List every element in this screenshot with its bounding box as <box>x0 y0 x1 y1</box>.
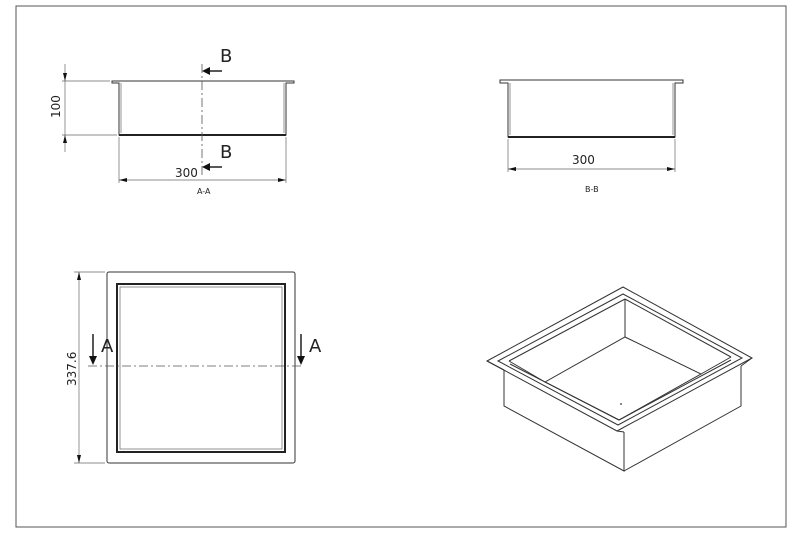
cut-letter-a-left: A <box>101 336 114 357</box>
width-dim-arrow-right <box>278 178 286 182</box>
section-bb-caption: B-B <box>585 185 599 194</box>
top-view: 337.6 A A <box>65 271 322 464</box>
iso-inner-corner-right <box>700 356 732 375</box>
section-bb-outline <box>499 79 684 138</box>
iso-floor-front-left <box>509 363 620 421</box>
isometric-view <box>485 286 754 472</box>
cut-letter-b-bottom: B <box>220 142 232 163</box>
drawing-frame <box>15 5 787 528</box>
section-bb-view: 300 B-B <box>499 79 684 194</box>
section-aa-view: B B 100 300 A-A <box>49 46 295 196</box>
iso-drain-point <box>620 403 622 405</box>
width-dimension-value: 300 <box>175 166 198 180</box>
bb-width-dim-arrow-right <box>667 167 675 171</box>
cut-arrow-a-left-head <box>89 356 97 365</box>
iso-flange-outer <box>485 286 754 432</box>
iso-outer-wall-left <box>503 370 625 472</box>
iso-floor-front-right <box>618 359 732 421</box>
top-view-flange <box>106 271 296 464</box>
iso-outer-edge-right <box>740 357 753 367</box>
iso-inner-back-left <box>508 298 626 362</box>
height-dim-arrow-top <box>63 73 67 81</box>
top-view-inner-wall <box>119 286 283 450</box>
iso-inner-floor <box>543 336 703 421</box>
top-view-inner-opening <box>116 283 286 453</box>
height-dimension-value: 100 <box>49 95 63 118</box>
top-height-arrow-bottom <box>77 455 81 463</box>
top-height-dimension-value: 337.6 <box>65 352 79 386</box>
iso-inner-back-right <box>624 298 732 358</box>
height-dim-arrow-bottom <box>63 135 67 143</box>
section-aa-caption: A-A <box>197 187 211 196</box>
cut-letter-b-top: B <box>220 46 232 67</box>
iso-outer-edge-left <box>486 360 505 371</box>
section-aa-outline <box>111 80 295 136</box>
cut-arrow-b-top-head <box>202 67 210 75</box>
iso-outer-edge-front <box>616 430 625 433</box>
bb-width-dimension-value: 300 <box>572 153 595 167</box>
top-height-arrow-top <box>77 272 81 280</box>
bb-width-dim-arrow-left <box>508 167 516 171</box>
width-dim-arrow-left <box>119 178 127 182</box>
iso-outer-wall-right <box>623 366 742 472</box>
cut-arrow-b-bottom-head <box>202 163 210 171</box>
cut-arrow-a-right-head <box>297 356 305 365</box>
cut-letter-a-right: A <box>309 336 322 357</box>
iso-flange-inner <box>496 293 744 426</box>
